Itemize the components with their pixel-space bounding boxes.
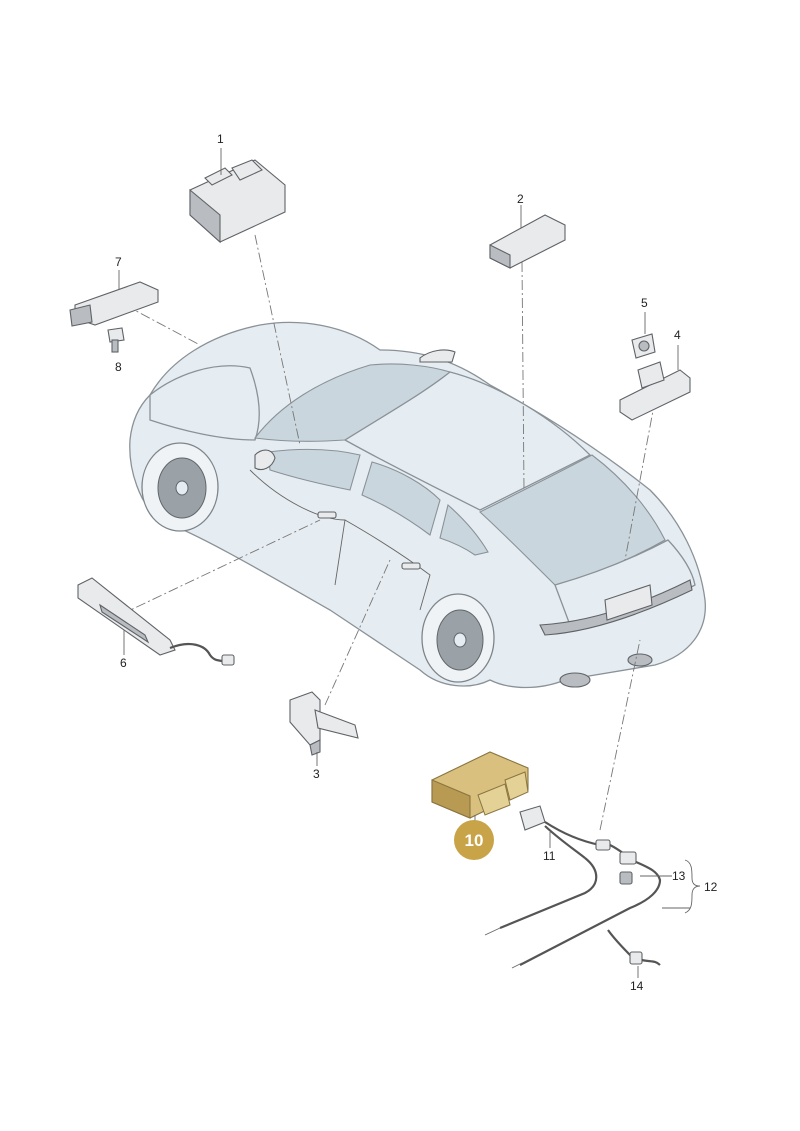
callout-12: 12 [704, 880, 718, 894]
callout-10-badge [454, 820, 494, 860]
callout-13: 13 [672, 869, 686, 883]
callout-7: 7 [115, 255, 122, 269]
callout-8: 8 [115, 360, 122, 374]
callout-labels: 1 2 7 8 5 4 6 3 11 13 12 14 10 [115, 132, 718, 993]
assignment-lines [119, 234, 656, 831]
part-10-control-unit [431, 751, 529, 825]
car-illustration [129, 321, 706, 689]
callout-2: 2 [517, 192, 524, 206]
part-7-sensor [69, 270, 159, 327]
callout-3: 3 [313, 767, 320, 781]
part-5-sensor [631, 312, 656, 359]
callout-1: 1 [217, 132, 224, 146]
callout-14: 14 [630, 979, 644, 993]
part-2-module [489, 205, 566, 269]
part-1-control-unit [189, 148, 286, 244]
callout-6: 6 [120, 656, 127, 670]
callout-4: 4 [674, 328, 681, 342]
callout-10: 10 [465, 831, 484, 850]
part-14-sensor [607, 929, 661, 978]
part-11-wiring-harness [499, 805, 637, 930]
part-8-bolt [107, 327, 125, 353]
part-12-cable-set [484, 859, 701, 969]
callout-5: 5 [641, 296, 648, 310]
part-4-sensor-bracket [619, 345, 691, 421]
part-3-bracket [289, 691, 359, 766]
part-6-trim-strip [77, 577, 235, 666]
callout-11: 11 [543, 849, 556, 863]
